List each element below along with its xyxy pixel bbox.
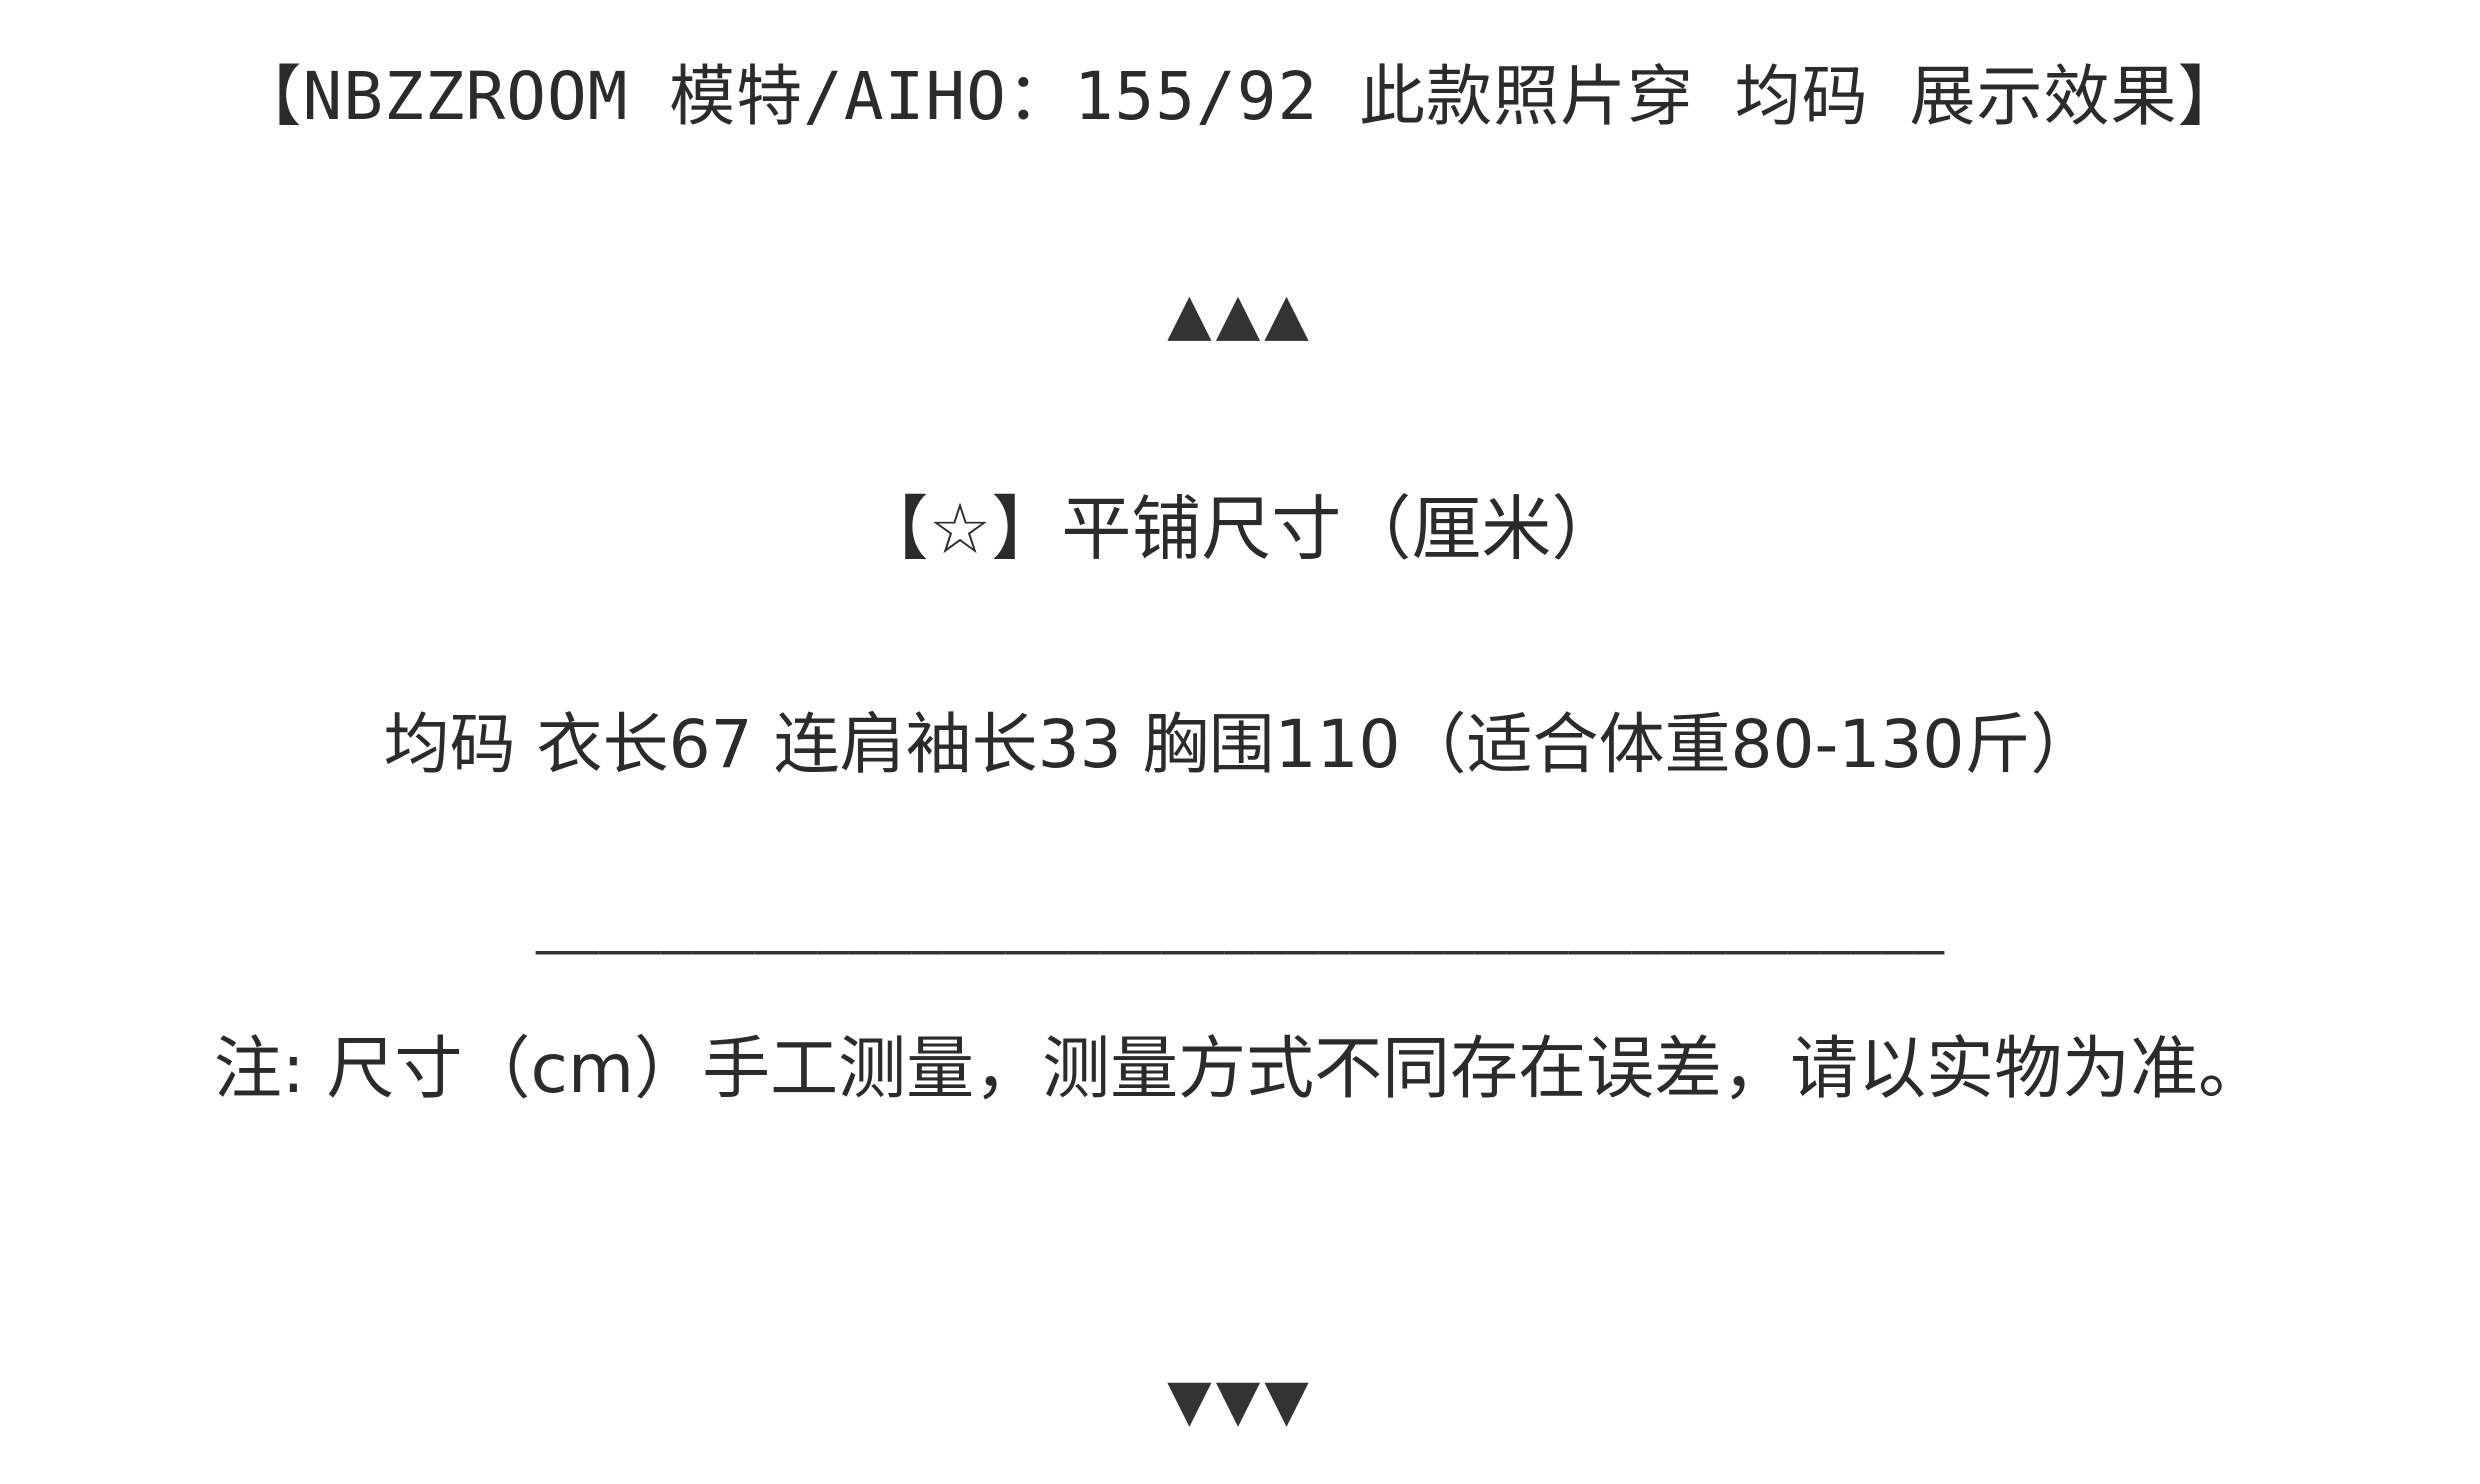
divider-line: ————————————————————————————————————————…	[535, 920, 1945, 980]
up-triangles-icon: ▲▲▲	[1167, 270, 1313, 356]
model-info-line: 【NBZZROOM 模特/AIHO：155/92 此款照片穿 均码 展示效果】	[235, 58, 2245, 135]
size-heading: 【☆】平铺尺寸（厘米）	[858, 488, 1622, 570]
size-detail: 均码 衣长67 连肩袖长33 胸围110（适合体重80-130斤）	[383, 706, 2097, 783]
measurement-note: 注: 尺寸（cm）手工测量，测量方式不同存在误差，请以实物为准。	[213, 1030, 2267, 1109]
down-triangles-icon: ▼▼▼	[1167, 1356, 1313, 1442]
